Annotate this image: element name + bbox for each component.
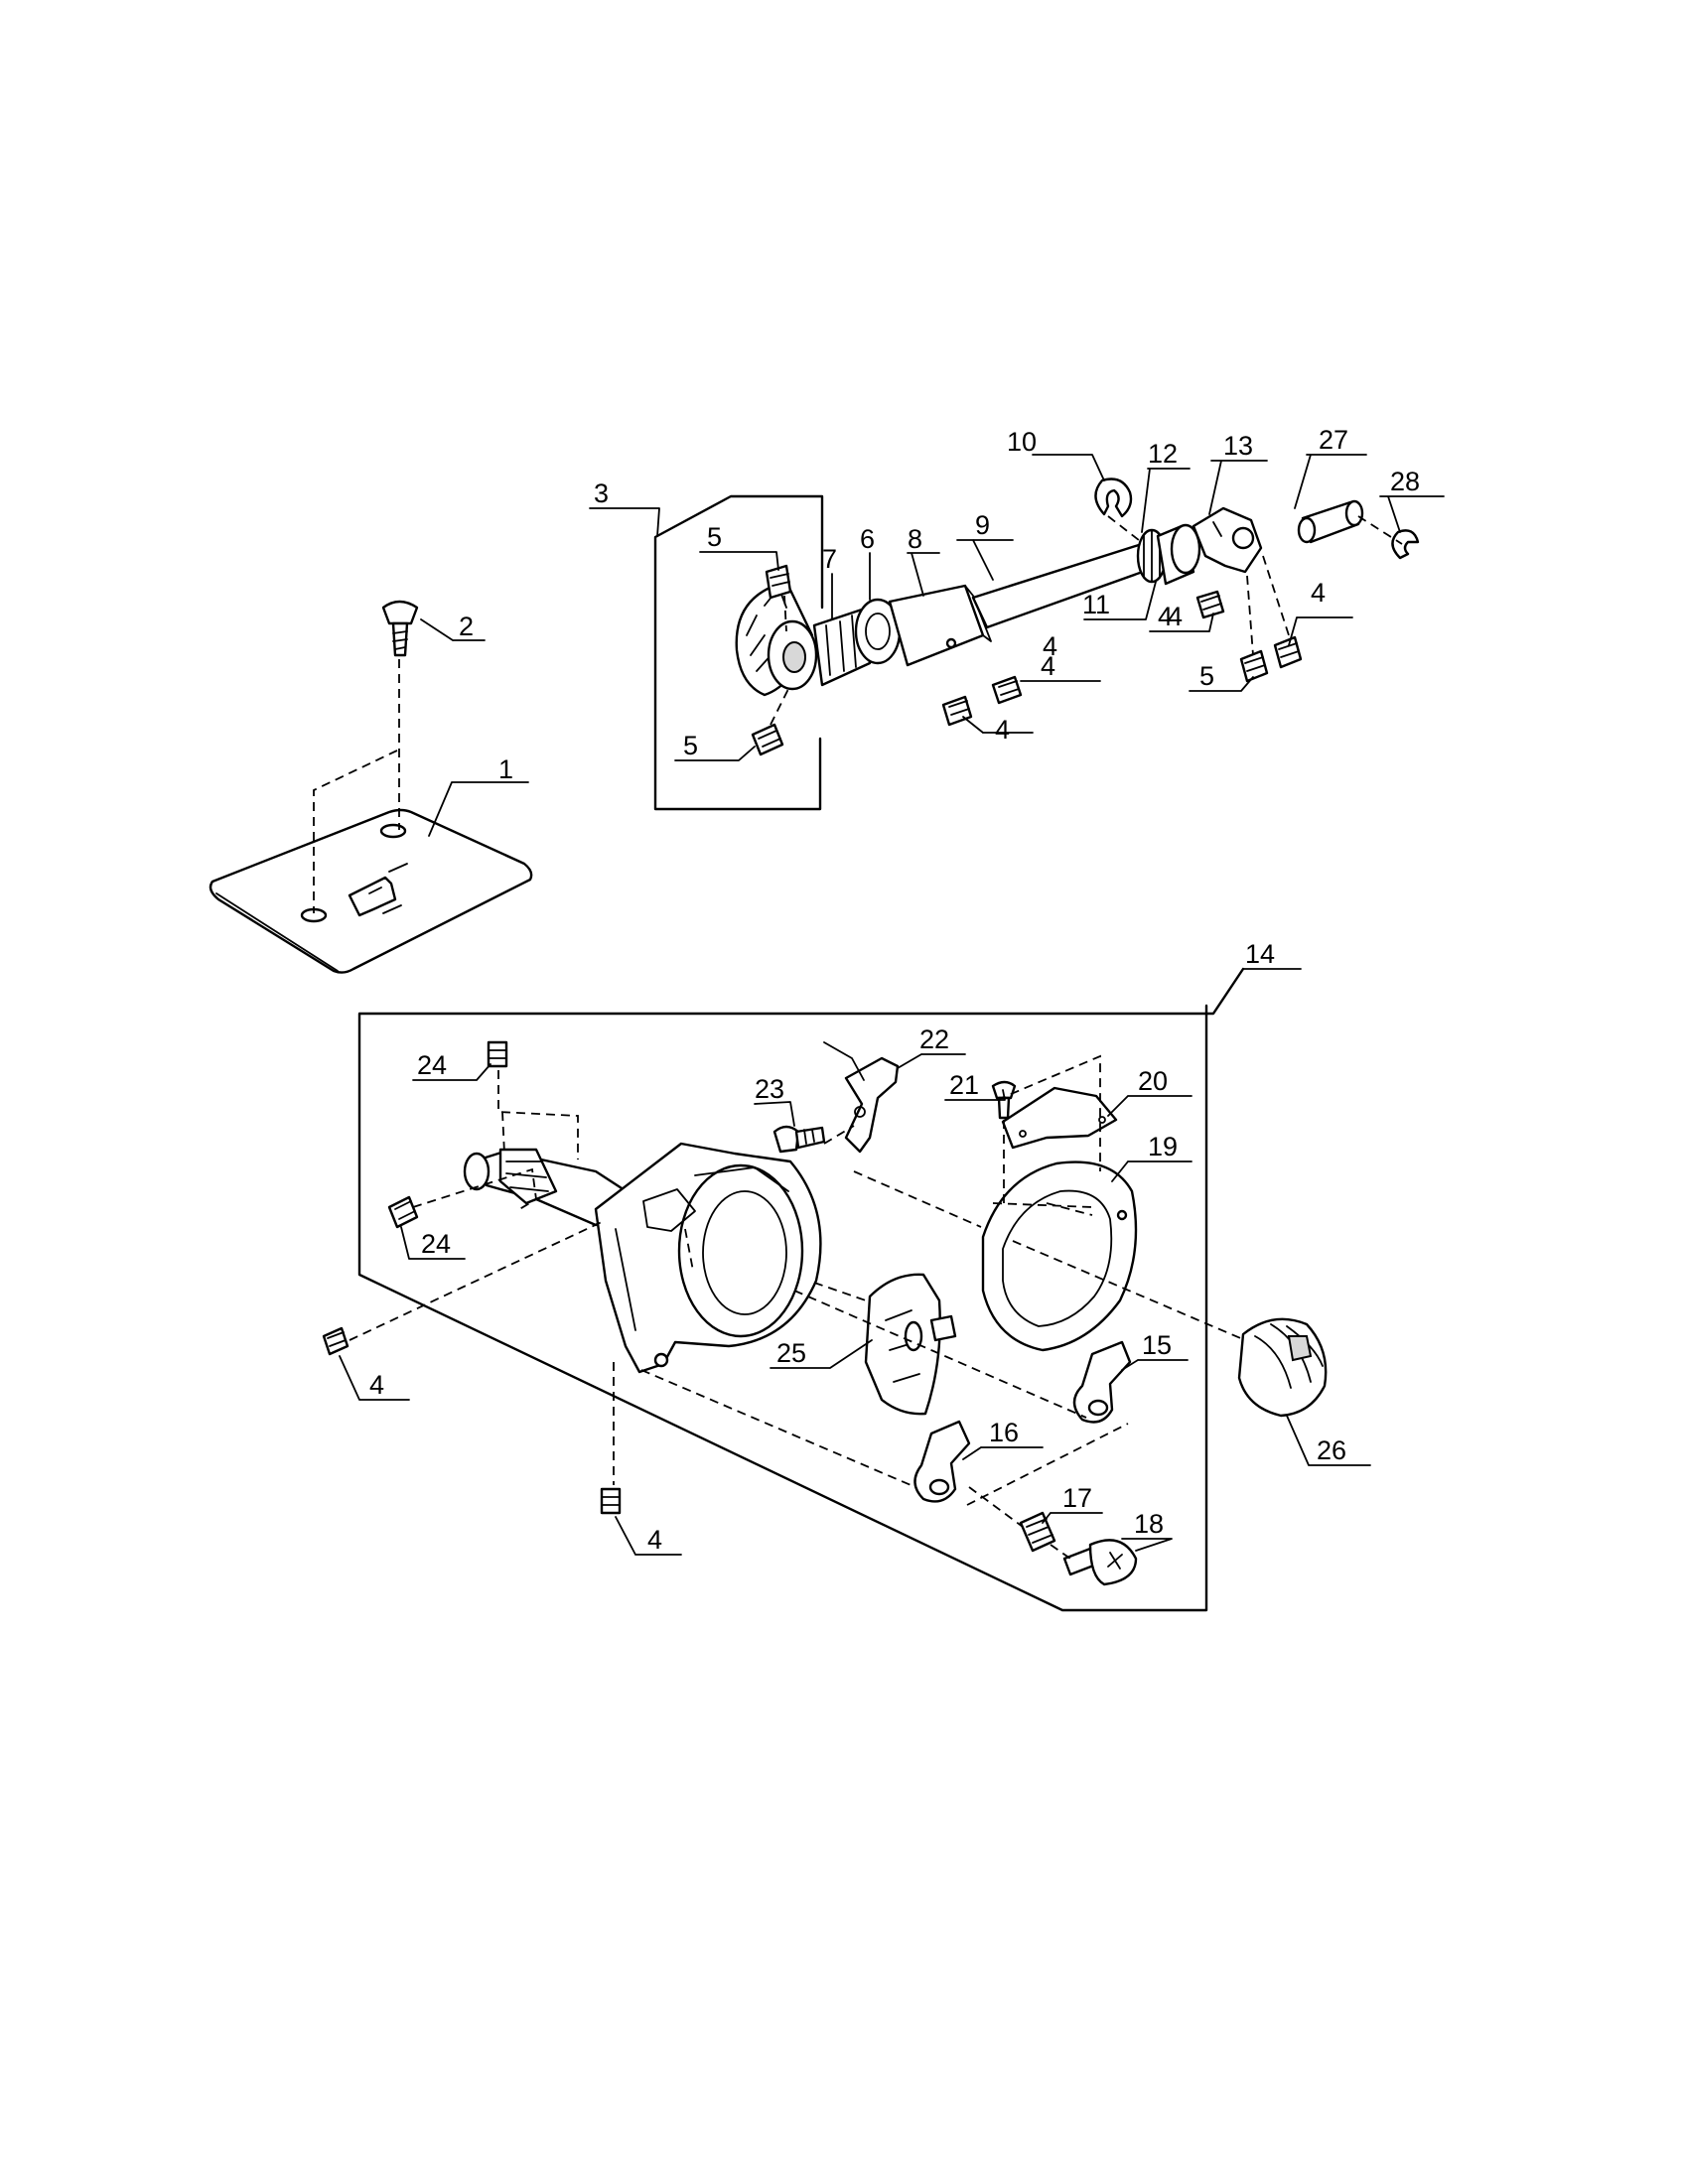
callout-10: 10 bbox=[1007, 427, 1037, 457]
callout-26: 26 bbox=[1317, 1435, 1346, 1465]
e-ring-28 bbox=[1391, 529, 1420, 560]
block-8 bbox=[888, 584, 992, 667]
shaft-assembly-group bbox=[653, 478, 1420, 811]
callout-4: 4 bbox=[647, 1525, 662, 1555]
throat-plate bbox=[209, 808, 533, 974]
gib-20 bbox=[1001, 1086, 1118, 1150]
set-screw-5-lower bbox=[751, 723, 784, 756]
bevel-gear bbox=[735, 580, 818, 697]
callout-8: 8 bbox=[908, 524, 922, 554]
spring-17 bbox=[1019, 1511, 1056, 1553]
callout-11: 11 bbox=[1082, 590, 1110, 619]
callout-4: 4 bbox=[995, 715, 1010, 745]
callout-24: 24 bbox=[417, 1050, 447, 1080]
bushing-12 bbox=[1156, 523, 1201, 586]
callout-16: 16 bbox=[989, 1418, 1019, 1447]
set-screw-4-bottom bbox=[600, 1487, 622, 1515]
hook-assembly-group bbox=[322, 967, 1328, 1612]
callout-17: 17 bbox=[1062, 1483, 1092, 1513]
set-screw-4-shaft bbox=[991, 675, 1023, 705]
callout-4: 4 bbox=[1041, 651, 1055, 681]
screw-23 bbox=[772, 1125, 826, 1154]
callout-3: 3 bbox=[594, 478, 609, 508]
set-screw-4-bushing bbox=[1195, 590, 1225, 619]
set-screw-5-crank bbox=[1239, 649, 1269, 683]
callout-21: 21 bbox=[949, 1070, 979, 1100]
callout-12: 12 bbox=[1148, 439, 1178, 469]
e-ring-10 bbox=[1094, 478, 1133, 518]
plate-screw bbox=[381, 600, 419, 657]
callout-23: 23 bbox=[755, 1074, 784, 1104]
screw-18 bbox=[1062, 1539, 1138, 1586]
callout-4: 4 bbox=[1158, 602, 1173, 631]
callout-19: 19 bbox=[1148, 1132, 1178, 1161]
lever-15 bbox=[1072, 1340, 1132, 1424]
pin-27 bbox=[1297, 499, 1364, 544]
hook-ring-19 bbox=[981, 1160, 1138, 1352]
shaft-9 bbox=[971, 542, 1156, 629]
callout-22: 22 bbox=[919, 1024, 949, 1054]
callout-1: 1 bbox=[498, 754, 513, 784]
callout-14: 14 bbox=[1245, 939, 1275, 969]
callout-5: 5 bbox=[683, 731, 698, 760]
callout-4: 4 bbox=[1043, 631, 1057, 661]
callout-4: 4 bbox=[1168, 602, 1183, 631]
callout-4: 4 bbox=[369, 1370, 384, 1400]
callout-labels: 1 2 3 4 4 4 4 4 4 5 5 5 6 7 8 9 10 11 12… bbox=[369, 425, 1420, 1555]
callout-18: 18 bbox=[1134, 1509, 1164, 1539]
callout-15: 15 bbox=[1142, 1330, 1172, 1360]
inner-hook-25 bbox=[864, 1273, 957, 1416]
set-screw-4-crank bbox=[1273, 635, 1303, 669]
callout-27: 27 bbox=[1319, 425, 1348, 455]
lever-16 bbox=[913, 1420, 971, 1503]
callout-24: 24 bbox=[421, 1229, 451, 1259]
callout-9: 9 bbox=[975, 510, 990, 540]
callout-13: 13 bbox=[1223, 431, 1253, 461]
callout-25: 25 bbox=[776, 1338, 806, 1368]
callout-2: 2 bbox=[459, 612, 474, 641]
callout-5: 5 bbox=[707, 522, 722, 552]
needle-guard-22 bbox=[823, 1041, 900, 1154]
crank-13 bbox=[1192, 506, 1263, 574]
callout-4: 4 bbox=[1311, 578, 1326, 608]
callout-20: 20 bbox=[1138, 1066, 1168, 1096]
hook-race-body bbox=[594, 1142, 822, 1374]
callout-6: 6 bbox=[860, 524, 875, 554]
group-14-bracket bbox=[357, 967, 1245, 1612]
set-screw-24-side bbox=[387, 1195, 419, 1229]
set-screw-24-top bbox=[487, 1040, 508, 1068]
screw-21 bbox=[991, 1080, 1017, 1120]
group-3-bracket bbox=[653, 494, 824, 811]
callout-5: 5 bbox=[1199, 661, 1214, 691]
set-screw-5-upper bbox=[765, 564, 792, 600]
callout-28: 28 bbox=[1390, 467, 1420, 496]
callout-leaders bbox=[339, 454, 1445, 1556]
bobbin-case-26 bbox=[1237, 1317, 1328, 1418]
throat-plate-group bbox=[209, 600, 533, 974]
set-screw-4-left bbox=[322, 1326, 350, 1356]
callout-7: 7 bbox=[822, 544, 837, 574]
ring-6 bbox=[854, 598, 902, 665]
hook-shaft bbox=[463, 1148, 637, 1227]
